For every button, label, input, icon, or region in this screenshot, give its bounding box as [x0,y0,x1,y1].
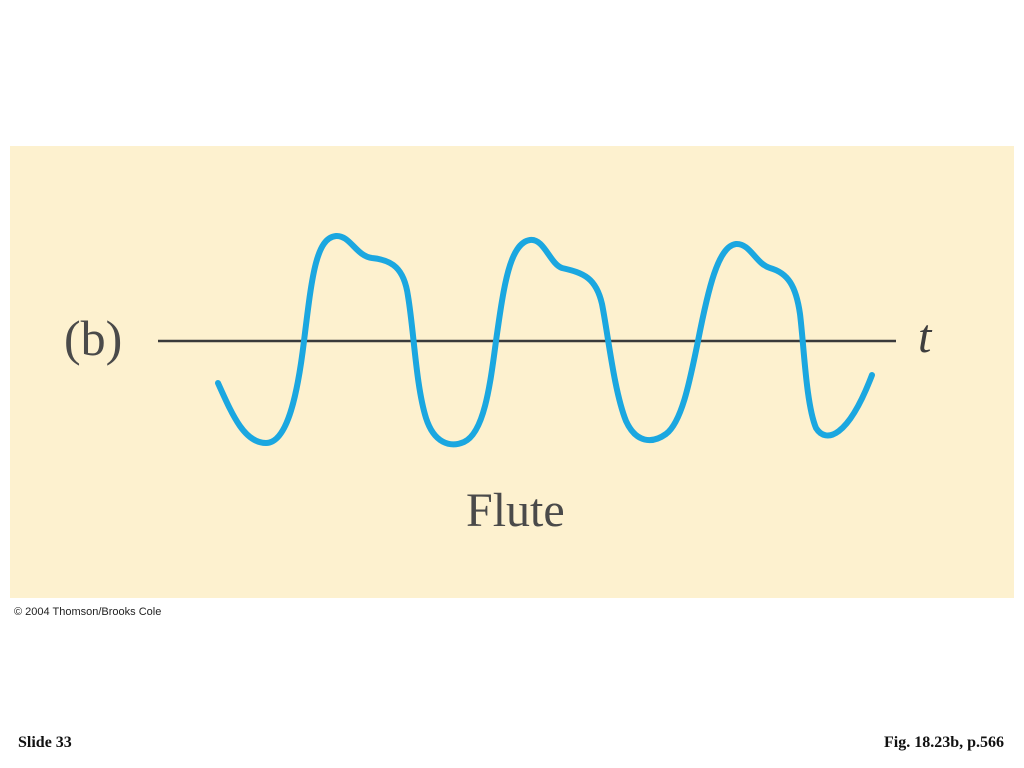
figure-panel: (b) t Flute [10,146,1014,598]
slide-number: Slide 33 [18,734,72,751]
waveform-curve [215,233,875,448]
flute-waveform-figure: (b) t Flute [64,233,933,537]
panel-label: (b) [64,310,122,366]
instrument-caption: Flute [466,484,565,537]
figure-reference: Fig. 18.23b, p.566 [883,734,1004,751]
copyright-notice: © 2004 Thomson/Brooks Cole [14,606,162,618]
time-axis-label: t [918,310,933,363]
